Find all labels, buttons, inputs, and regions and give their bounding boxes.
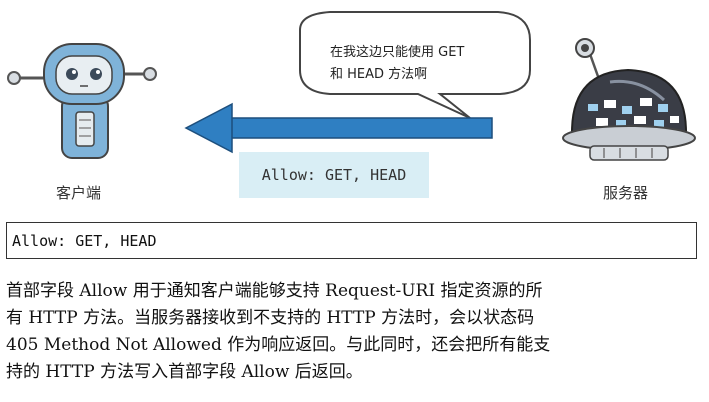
description-paragraph: 首部字段 Allow 用于通知客户端能够支持 Request-URI 指定资源的… (6, 278, 706, 386)
client-label: 客户端 (56, 184, 102, 202)
client-robot-icon (7, 43, 157, 159)
allow-header-label: Allow: GET, HEAD (239, 152, 429, 198)
description-line: 持的 HTTP 方法写入首部字段 Allow 后返回。 (6, 362, 363, 382)
description-line: 405 Method Not Allowed 作为响应返回。与此同时，还会把所有… (6, 335, 551, 355)
speech-bubble-line-1: 在我这边只能使用 GET (330, 45, 465, 60)
server-label: 服务器 (603, 184, 649, 202)
illustration: 在我这边只能使用 GET 和 HEAD 方法啊 Allow: GET, HEAD… (7, 11, 696, 202)
code-example-box: Allow: GET, HEAD (6, 222, 697, 259)
speech-bubble (299, 11, 531, 119)
arrow-icon (184, 102, 493, 154)
server-robot-icon (562, 38, 696, 161)
description-line: 首部字段 Allow 用于通知客户端能够支持 Request-URI 指定资源的… (6, 281, 543, 301)
description-line: 有 HTTP 方法。当服务器接收到不支持的 HTTP 方法时，会以状态码 (6, 308, 535, 328)
illustration-svg (7, 11, 696, 161)
speech-bubble-line-2: 和 HEAD 方法啊 (330, 67, 428, 82)
